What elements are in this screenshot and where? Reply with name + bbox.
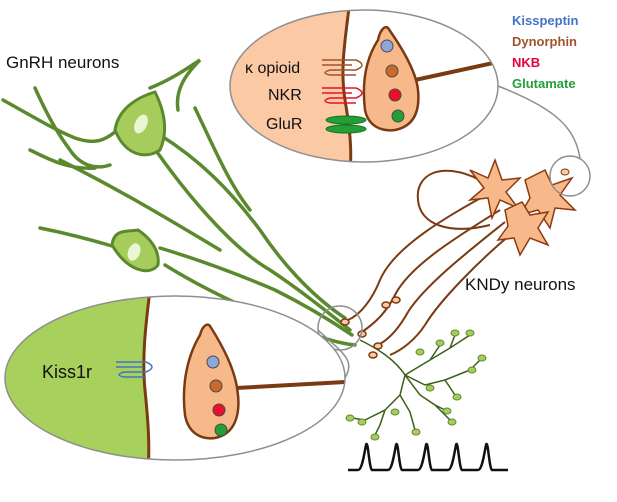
legend-glutamate: Glutamate <box>512 76 576 91</box>
nkb-vesicle-top <box>388 88 402 102</box>
nkr-label: NKR <box>268 87 302 104</box>
inset-kndy <box>229 9 499 163</box>
kappa-opioid-receptor <box>322 59 363 76</box>
kappa-opioid-label: κ opioid <box>245 60 300 77</box>
inset-gnrh <box>4 295 346 461</box>
glur-label: GluR <box>266 116 302 133</box>
nk-receptor <box>322 87 363 104</box>
legend-dynorphin: Dynorphin <box>512 34 577 49</box>
kisspeptin-vesicle-bottom <box>206 355 220 369</box>
glutamate-receptor <box>325 115 367 134</box>
legend-kisspeptin: Kisspeptin <box>512 13 579 28</box>
legend: Kisspeptin Dynorphin NKB Glutamate <box>512 13 579 91</box>
dynorphin-vesicle-top <box>385 64 399 78</box>
kiss1r-label: Kiss1r <box>42 362 92 382</box>
glutamate-vesicle-bottom <box>214 423 228 437</box>
glutamate-vesicle-top <box>391 109 405 123</box>
gnrh-nucleus-lower <box>127 243 141 261</box>
dynorphin-vesicle-bottom <box>209 379 223 393</box>
kndy-terminal-boutons <box>340 296 401 359</box>
kndy-axons <box>347 169 511 356</box>
inset-bottom-connector <box>317 329 350 379</box>
nkb-vesicle-bottom <box>212 403 226 417</box>
inset-top-connector <box>497 85 581 159</box>
kndy-zoom-circle <box>549 155 591 197</box>
gnrh-nucleus-upper <box>134 114 148 134</box>
kisspeptin-vesicle-top <box>380 39 394 53</box>
gnrh-neurons-label: GnRH neurons <box>6 53 119 72</box>
gnrh-terminal-arbor <box>351 334 481 436</box>
lh-pulse-trace <box>348 442 508 472</box>
kndy-neurons-label: KNDy neurons <box>465 275 576 294</box>
legend-nkb: NKB <box>512 55 540 70</box>
gnrh-terminal-dots <box>345 329 487 441</box>
kiss1r-receptor <box>116 361 153 378</box>
kndy-neuron-cluster <box>467 157 578 257</box>
